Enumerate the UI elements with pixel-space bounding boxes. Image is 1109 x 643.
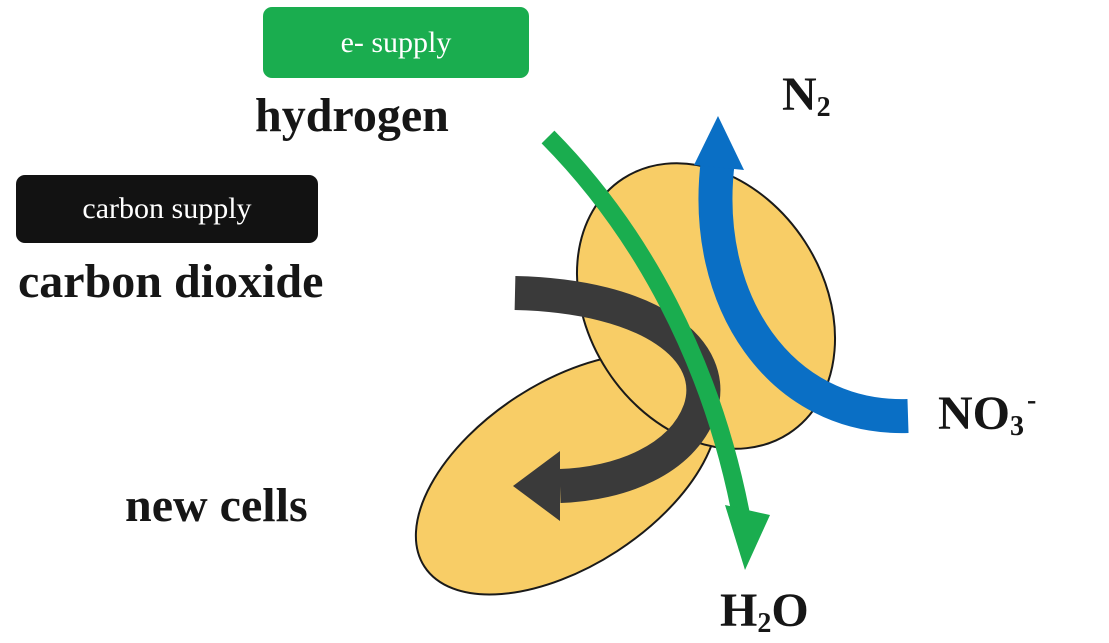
- water-subscript: 2: [757, 608, 772, 639]
- nitrogen-flow-arrowhead: [694, 116, 744, 170]
- water-label: H2O: [720, 583, 809, 640]
- electron-flow-arrow: [541, 130, 751, 522]
- nitrate-symbol: NO: [938, 387, 1010, 440]
- nitrate-label: NO3-: [938, 385, 1036, 443]
- electron-flow-arrowhead: [725, 505, 770, 570]
- water-hydrogen: H: [720, 584, 758, 637]
- carbon-flow-arrowhead: [513, 451, 560, 521]
- carbon-supply-badge: carbon supply: [16, 175, 318, 243]
- nitrogen-symbol: N: [782, 68, 817, 121]
- carbon-flow-arrow: [514, 276, 721, 503]
- new-cells-label: new cells: [125, 479, 308, 532]
- electron-supply-badge: e- supply: [263, 7, 529, 78]
- nitrate-charge: -: [1027, 385, 1037, 416]
- nitrogen-subscript: 2: [816, 92, 831, 123]
- nitrogen-flow-arrow: [698, 157, 909, 434]
- water-oxygen: O: [771, 584, 809, 637]
- carbon-dioxide-label: carbon dioxide: [18, 255, 324, 308]
- nitrate-subscript: 3: [1010, 411, 1024, 442]
- nitrogen-label: N2: [782, 67, 831, 124]
- hydrogen-label: hydrogen: [255, 89, 449, 142]
